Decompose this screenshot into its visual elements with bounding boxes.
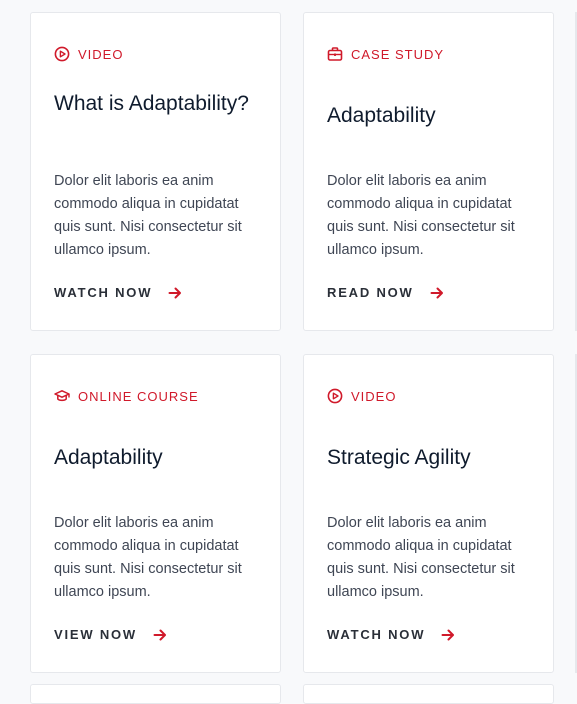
card-tag-label: VIDEO: [351, 388, 397, 404]
card-description: Dolor elit laboris ea anim commodo aliqu…: [327, 515, 515, 600]
arrow-right-icon: [430, 287, 443, 298]
graduation-cap-icon: [54, 390, 70, 402]
cta-label: READ NOW: [327, 285, 414, 300]
briefcase-icon: [327, 47, 343, 61]
watch-now-link[interactable]: WATCH NOW: [327, 627, 455, 642]
card-tag: CASE STUDY: [327, 46, 444, 62]
content-card[interactable]: VIDEO What is Adaptability? Dolor elit l…: [30, 12, 281, 331]
cta-label: WATCH NOW: [327, 627, 426, 642]
play-circle-icon: [327, 388, 343, 404]
offscreen-card-edge: [575, 12, 577, 331]
card-tag-label: ONLINE COURSE: [78, 388, 199, 404]
card-tag-label: VIDEO: [78, 46, 124, 62]
arrow-right-icon: [168, 287, 182, 298]
card-title[interactable]: Adaptability: [54, 446, 163, 469]
arrow-right-icon: [441, 629, 455, 640]
card-tag: VIDEO: [54, 46, 123, 62]
read-now-link[interactable]: READ NOW: [327, 285, 444, 300]
content-card[interactable]: CASE STUDY Adaptability Dolor elit labor…: [303, 12, 554, 331]
watch-now-link[interactable]: WATCH NOW: [54, 285, 182, 300]
card-title[interactable]: What is Adaptability?: [54, 92, 249, 115]
content-card[interactable]: VIDEO Strategic Agility Dolor elit labor…: [303, 354, 554, 673]
card-description: Dolor elit laboris ea anim commodo aliqu…: [327, 173, 515, 258]
content-card-partial: [30, 684, 281, 704]
play-circle-icon: [54, 46, 70, 62]
content-card[interactable]: ONLINE COURSE Adaptability Dolor elit la…: [30, 354, 281, 673]
card-tag-label: CASE STUDY: [351, 46, 445, 62]
arrow-right-icon: [153, 629, 167, 640]
card-title[interactable]: Strategic Agility: [327, 446, 471, 469]
cta-label: WATCH NOW: [54, 285, 153, 300]
view-now-link[interactable]: VIEW NOW: [54, 627, 167, 642]
content-card-partial: [303, 684, 554, 704]
offscreen-card-edge: [575, 354, 577, 673]
card-description: Dolor elit laboris ea anim commodo aliqu…: [54, 515, 242, 600]
card-tag: ONLINE COURSE: [54, 388, 199, 404]
card-description: Dolor elit laboris ea anim commodo aliqu…: [54, 173, 242, 258]
card-tag: VIDEO: [327, 388, 396, 404]
card-title[interactable]: Adaptability: [327, 104, 436, 127]
cta-label: VIEW NOW: [54, 627, 138, 642]
